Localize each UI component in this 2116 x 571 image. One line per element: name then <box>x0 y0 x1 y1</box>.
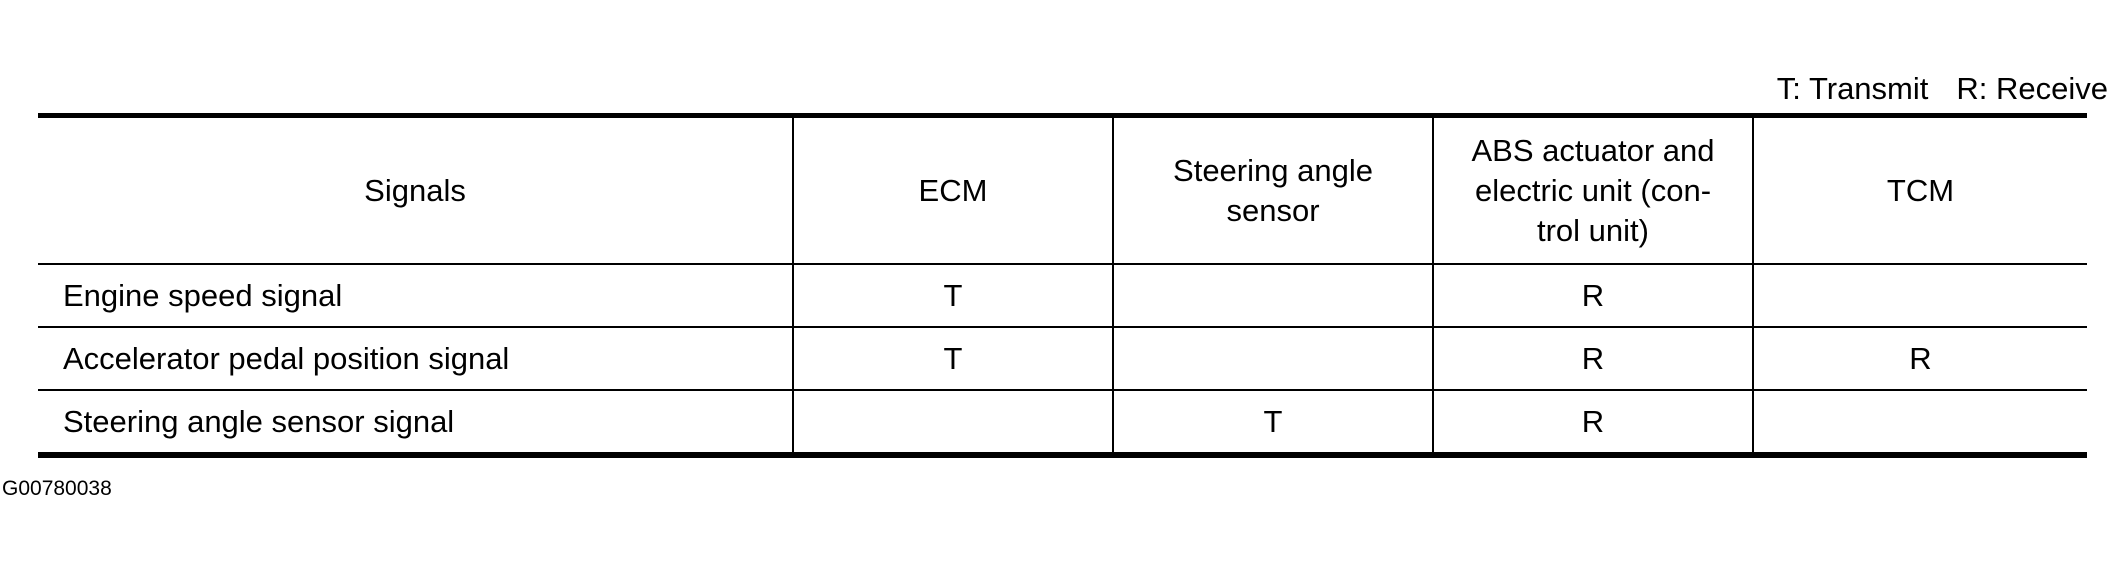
ecm-cell <box>792 389 1114 458</box>
header-abs-line-2: electric unit (con- <box>1474 172 1712 208</box>
header-abs-actuator: ABS actuator and electric unit (con- tro… <box>1432 113 1754 265</box>
ecm-cell: T <box>792 263 1114 328</box>
header-steering-angle-sensor: Steering angle sensor <box>1112 113 1434 265</box>
steering-cell <box>1112 263 1434 328</box>
signal-name-cell: Steering angle sensor signal <box>38 389 794 458</box>
header-abs-line-1: ABS actuator and <box>1471 132 1715 168</box>
tcm-cell <box>1752 263 2087 328</box>
tcm-cell <box>1752 389 2087 458</box>
signal-name-cell: Accelerator pedal position signal <box>38 326 794 391</box>
header-steering-line-1: Steering angle <box>1173 152 1373 188</box>
table-row: Accelerator pedal position signal T R R <box>38 326 2087 391</box>
table-row: Steering angle sensor signal T R <box>38 389 2087 458</box>
transmit-receive-legend: T: Transmit R: Receive <box>1777 67 2108 111</box>
steering-cell <box>1112 326 1434 391</box>
abs-cell: R <box>1432 263 1754 328</box>
header-ecm: ECM <box>792 113 1114 265</box>
table-row: Engine speed signal T R <box>38 263 2087 328</box>
abs-cell: R <box>1432 389 1754 458</box>
header-tcm: TCM <box>1752 113 2087 265</box>
figure-id: G00780038 <box>2 477 112 500</box>
ecm-cell: T <box>792 326 1114 391</box>
header-signals: Signals <box>38 113 794 265</box>
header-steering-line-2: sensor <box>1226 192 1320 228</box>
tcm-cell: R <box>1752 326 2087 391</box>
abs-cell: R <box>1432 326 1754 391</box>
table-header-row: Signals ECM Steering angle sensor ABS ac… <box>38 113 2087 265</box>
signal-table: Signals ECM Steering angle sensor ABS ac… <box>38 113 2087 458</box>
legend-receive: R: Receive <box>1956 71 2108 106</box>
signal-name-cell: Engine speed signal <box>38 263 794 328</box>
signal-table-container: Signals ECM Steering angle sensor ABS ac… <box>38 113 2087 458</box>
legend-transmit: T: Transmit <box>1776 71 1929 106</box>
steering-cell: T <box>1112 389 1434 458</box>
header-abs-line-3: trol unit) <box>1537 212 1649 248</box>
